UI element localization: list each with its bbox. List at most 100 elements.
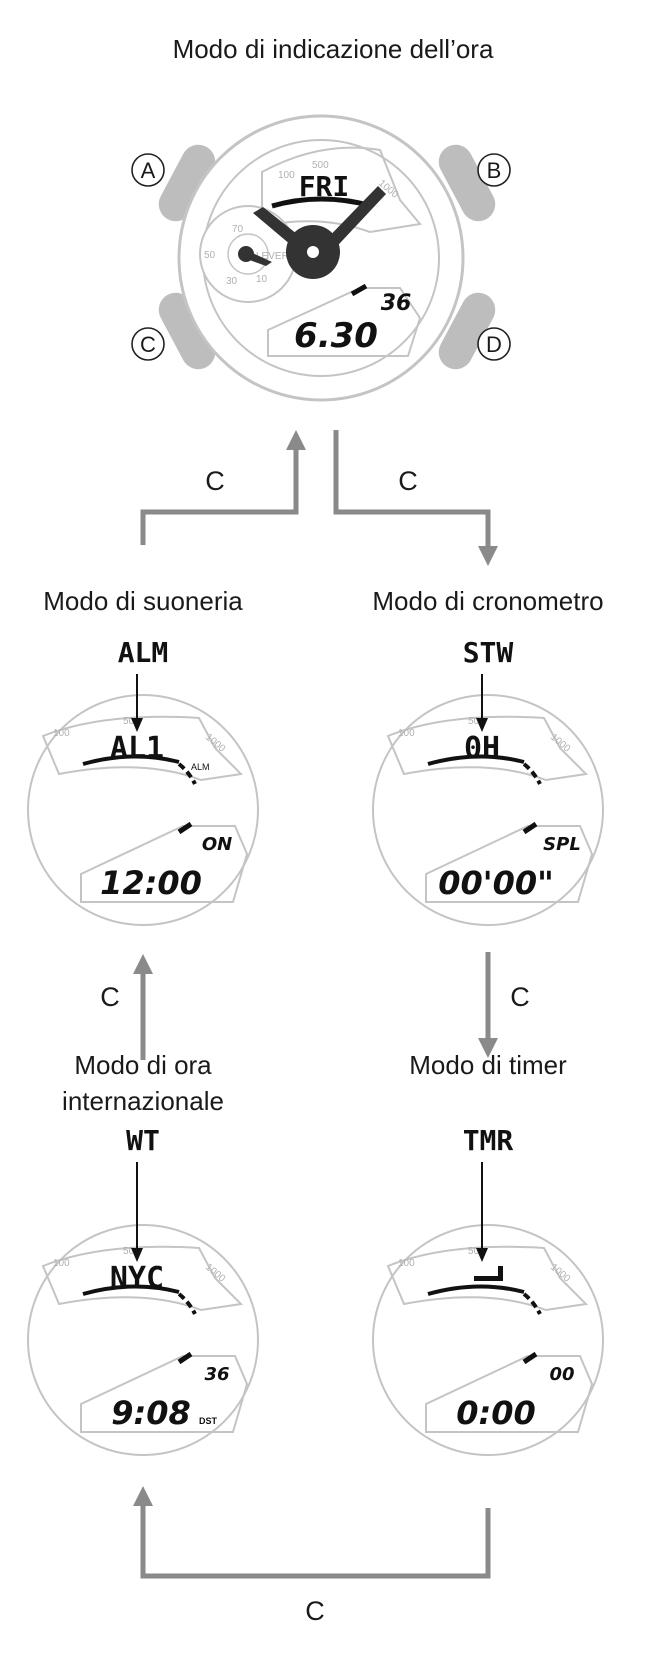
mini-watch-face bbox=[27, 1224, 259, 1456]
mini-top-text: AL1 bbox=[110, 731, 164, 766]
mini-main-value: 9:08 bbox=[111, 1394, 191, 1432]
mini-top-segment-dashes bbox=[177, 1292, 197, 1315]
mini-scale-100: 100 bbox=[398, 1258, 415, 1269]
mode-caption: Modo di ora bbox=[74, 1050, 212, 1080]
flow-main-to-stopwatch bbox=[333, 430, 491, 548]
mode-panel-world_time: Modo di orainternazionaleWT100501000NYC3… bbox=[27, 1050, 259, 1456]
mini-scale-50: 50 bbox=[123, 1246, 135, 1257]
button-a-shape[interactable] bbox=[153, 139, 222, 227]
sub-dial-10: 10 bbox=[256, 274, 268, 285]
button-a-letter: A bbox=[141, 158, 156, 183]
mini-right-small: ON bbox=[202, 834, 232, 855]
button-c-shape[interactable] bbox=[153, 287, 222, 375]
mini-bottom-segment-mark bbox=[177, 821, 193, 835]
c-label-to-world-time: C bbox=[305, 1596, 325, 1626]
arrowhead-up-icon bbox=[133, 1486, 153, 1506]
mini-main-value: 00'00" bbox=[438, 864, 554, 902]
mini-top-window bbox=[41, 1245, 244, 1312]
timer-bar-icon bbox=[474, 1276, 502, 1281]
indicator-pointer-arrow-icon bbox=[131, 718, 143, 732]
indicator-pointer-arrow-icon bbox=[476, 1248, 488, 1262]
mini-top-segment-dashes bbox=[522, 762, 542, 785]
mini-side-mark: ALM bbox=[191, 762, 210, 772]
button-c-letter: C bbox=[140, 332, 156, 357]
sub-dial-50: 50 bbox=[204, 250, 216, 261]
mini-top-segment-dashes bbox=[522, 1292, 542, 1315]
mini-scale-100: 100 bbox=[398, 728, 415, 739]
mini-top-segment-dashes bbox=[177, 762, 197, 785]
mini-main-value: 0:00 bbox=[456, 1394, 536, 1432]
mini-top-text: NYC bbox=[110, 1261, 164, 1296]
mini-bottom-window bbox=[80, 1355, 249, 1433]
sub-dial-hand bbox=[244, 250, 272, 266]
mini-right-small: 00 bbox=[549, 1364, 574, 1385]
button-b-icon bbox=[477, 153, 511, 187]
mode-panel-alarm: Modo di suoneriaALM100501000AL1ALMON12:0… bbox=[27, 586, 259, 926]
indicator-pointer-arrow-icon bbox=[131, 1248, 143, 1262]
button-b-shape[interactable] bbox=[433, 139, 502, 227]
lever-label: LEVER bbox=[256, 251, 289, 262]
main-watch: A B C D 100 500 1000 FRI 70 50 30 10 LEV… bbox=[131, 114, 511, 402]
hands-pivot bbox=[307, 246, 319, 258]
mini-right-small: 36 bbox=[204, 1364, 229, 1385]
mini-top-segment-arc bbox=[427, 754, 525, 766]
mode-caption: internazionale bbox=[62, 1086, 224, 1116]
mode-caption: Modo di cronometro bbox=[372, 586, 603, 616]
mini-bottom-window bbox=[80, 825, 249, 903]
main-title: Modo di indicazione dell’ora bbox=[173, 34, 494, 64]
arrowhead-down-icon bbox=[478, 546, 498, 566]
sub-dial-70: 70 bbox=[232, 224, 244, 235]
mini-scale-100: 100 bbox=[53, 728, 70, 739]
top-scale-500: 500 bbox=[312, 160, 329, 171]
mini-bottom-segment-mark bbox=[522, 1351, 538, 1365]
mini-watch-face bbox=[372, 694, 604, 926]
c-label-to-main: C bbox=[205, 466, 225, 496]
mini-main-value: 12:00 bbox=[100, 864, 202, 902]
arrowhead-up-icon bbox=[286, 430, 306, 450]
c-label-to-alarm: C bbox=[100, 982, 120, 1012]
mini-top-segment-arc bbox=[82, 754, 180, 766]
flow-arrows bbox=[133, 430, 498, 1579]
timer-bar-icon-tip bbox=[498, 1266, 503, 1281]
mode-indicator-label: WT bbox=[126, 1124, 160, 1157]
date-display: 6.30 bbox=[294, 316, 378, 356]
mini-watch-face bbox=[27, 694, 259, 926]
mini-bottom-segment-mark bbox=[522, 821, 538, 835]
button-d-shape[interactable] bbox=[433, 287, 502, 375]
flow-timer-to-world bbox=[140, 1504, 491, 1579]
sub-dial-30: 30 bbox=[226, 276, 238, 287]
mode-indicator-label: STW bbox=[463, 636, 514, 669]
mini-suffix: DST bbox=[199, 1416, 218, 1426]
indicator-pointer-arrow-icon bbox=[476, 718, 488, 732]
mini-top-window bbox=[41, 715, 244, 782]
button-c-icon bbox=[131, 327, 165, 361]
button-d-icon bbox=[477, 327, 511, 361]
mini-right-small: SPL bbox=[543, 834, 581, 855]
flow-alarm-to-main bbox=[140, 448, 299, 545]
top-display-window bbox=[261, 146, 422, 234]
mini-bottom-window bbox=[425, 1355, 594, 1433]
mode-indicator-label: TMR bbox=[463, 1124, 514, 1157]
mini-scale-50: 50 bbox=[468, 1246, 480, 1257]
mode-panel-stopwatch: Modo di cronometroSTW1005010000HSPL00'00… bbox=[372, 586, 604, 926]
button-d-letter: D bbox=[486, 332, 502, 357]
mini-top-text: 0H bbox=[464, 731, 500, 766]
top-scale-100: 100 bbox=[278, 170, 295, 181]
mini-scale-100: 100 bbox=[53, 1258, 70, 1269]
mini-scale-50: 50 bbox=[123, 716, 135, 727]
arrowhead-up-icon bbox=[133, 954, 153, 974]
mode-indicator-label: ALM bbox=[118, 636, 169, 669]
seconds-display: 36 bbox=[381, 291, 412, 316]
mini-scale-50: 50 bbox=[468, 716, 480, 727]
mini-top-segment-arc bbox=[82, 1284, 180, 1296]
mini-bottom-segment-mark bbox=[177, 1351, 193, 1365]
mode-panels: Modo di suoneriaALM100501000AL1ALMON12:0… bbox=[27, 586, 604, 1456]
c-label-to-timer: C bbox=[510, 982, 530, 1012]
mini-watch-face bbox=[372, 1224, 604, 1456]
c-label-to-stopwatch: C bbox=[398, 466, 418, 496]
button-a-icon bbox=[131, 153, 165, 187]
bottom-segment-mark bbox=[350, 283, 368, 297]
